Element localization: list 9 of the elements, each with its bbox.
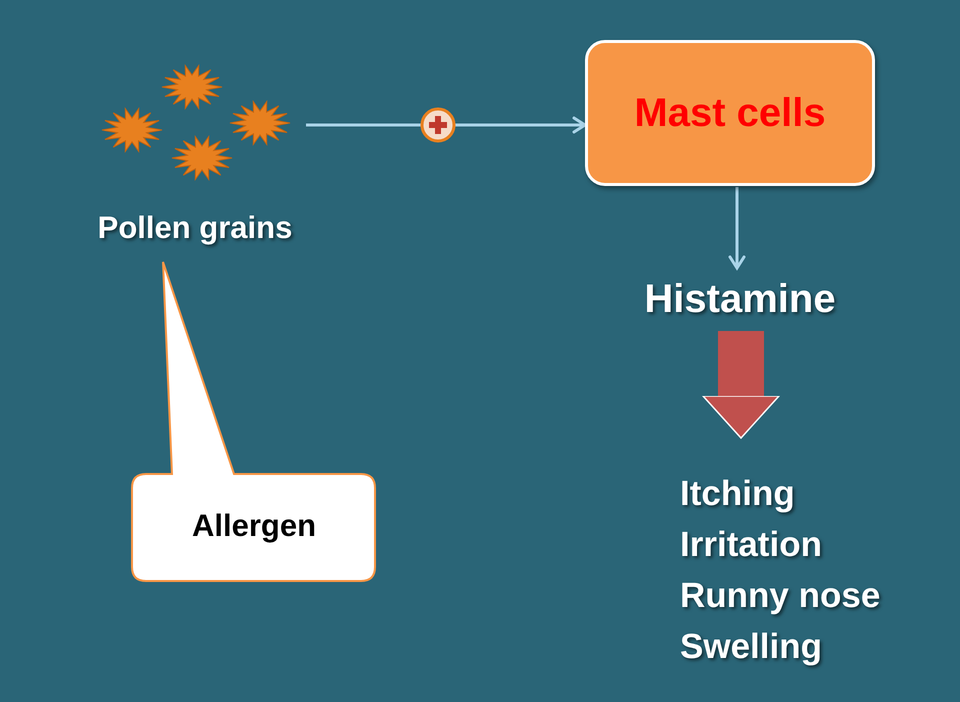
node-label: Mast cells	[634, 90, 826, 136]
node-label: Histamine	[644, 276, 836, 322]
callout-text: Allergen	[192, 508, 316, 544]
symptom-text: Itching	[680, 473, 795, 515]
symptom-text: Swelling	[680, 626, 822, 668]
symptom-text: Runny nose	[680, 575, 880, 617]
process-box	[585, 40, 875, 186]
node-label: Pollen grains	[98, 210, 292, 246]
symptom-text: Irritation	[680, 524, 822, 566]
